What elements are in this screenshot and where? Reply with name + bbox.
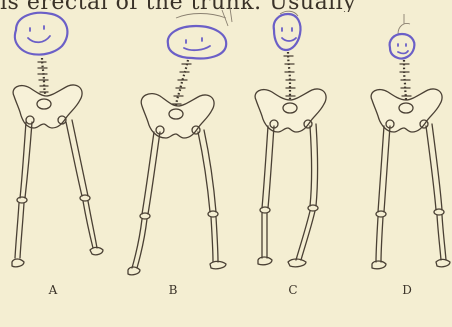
head-doodle-d <box>390 34 415 59</box>
figure-label-d: D <box>392 283 422 297</box>
figure-label-b: B <box>158 283 188 297</box>
head-doodle-b <box>168 26 226 59</box>
head-doodle-c <box>274 14 301 50</box>
figure-label-a: A <box>38 283 68 297</box>
figure-label-c: C <box>278 283 308 297</box>
skeleton-c <box>255 11 326 267</box>
pelvis-b <box>141 94 214 138</box>
head-doodle-a <box>15 13 68 55</box>
skeleton-d <box>371 14 450 269</box>
skeleton-b <box>128 8 232 275</box>
skeleton-a <box>12 13 103 267</box>
